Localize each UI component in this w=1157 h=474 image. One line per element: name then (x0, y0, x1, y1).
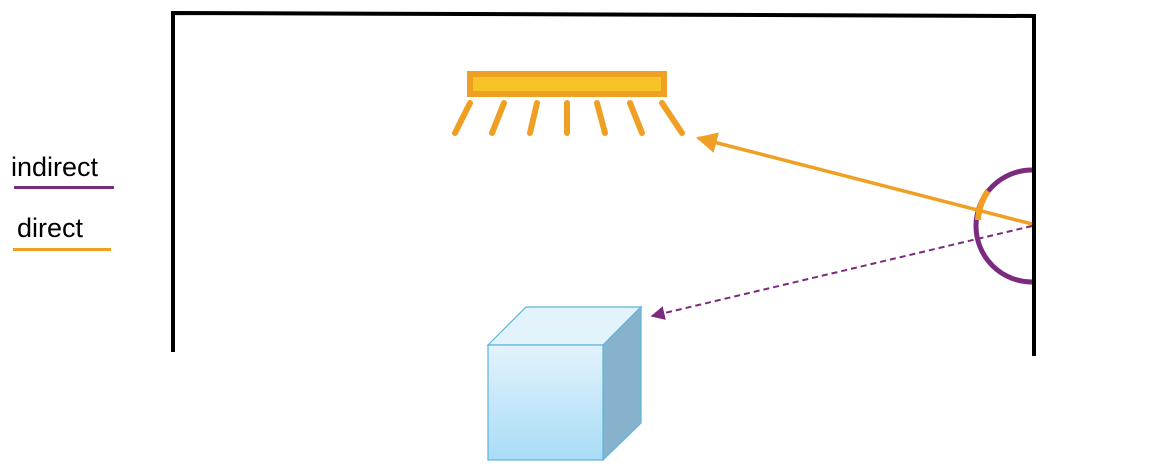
direct-ray-arrow (695, 132, 1033, 226)
light-ray (527, 100, 540, 136)
legend-indirect-line (14, 186, 114, 189)
light-ray (489, 100, 507, 136)
hemisphere-direct-segment (975, 189, 991, 221)
light-panel (467, 71, 667, 97)
light-ray (452, 100, 473, 136)
hemisphere-arc (973, 167, 1033, 285)
ceiling-lamp-icon (452, 71, 685, 136)
legend-indirect-label: indirect (11, 152, 99, 182)
cube-front-face (487, 344, 604, 461)
light-ray (594, 100, 608, 136)
legend-direct-line (13, 248, 111, 251)
legend-direct-label: direct (17, 213, 84, 243)
room-walls (171, 10, 1036, 356)
indirect-ray-arrow (650, 225, 1033, 320)
light-rays (452, 100, 685, 136)
cube-icon (486, 305, 643, 462)
light-ray (659, 100, 685, 136)
light-ray (627, 100, 645, 136)
